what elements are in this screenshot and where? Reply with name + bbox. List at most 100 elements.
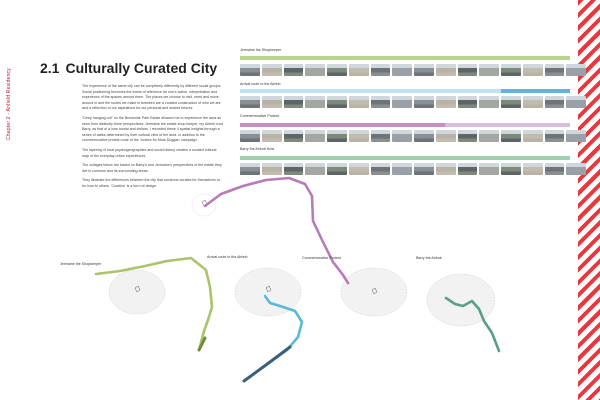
street-photo-thumbnail: [414, 163, 434, 175]
street-photo-thumbnail: [501, 64, 521, 76]
strip-bar-jermaine: [240, 56, 570, 60]
street-photo-thumbnail: [261, 64, 282, 76]
street-photo-thumbnail: [240, 130, 260, 142]
context-circle: [426, 273, 496, 327]
route-label-jermaine: Jermaine the Shopkeeper: [60, 262, 102, 266]
street-photo-thumbnail: [435, 96, 456, 108]
street-photo-thumbnail: [392, 96, 412, 108]
street-photo-thumbnail: [370, 163, 391, 175]
street-photo-thumbnail: [544, 64, 565, 76]
strip-bar-highlight: [500, 89, 570, 93]
street-photo-thumbnail: [566, 163, 586, 175]
street-photo-thumbnail: [261, 96, 282, 108]
street-photo-thumbnail: [501, 96, 521, 108]
street-photo-thumbnail: [305, 64, 325, 76]
street-photo-thumbnail: [522, 96, 543, 108]
photo-strip-jermaine: [240, 64, 586, 76]
street-photo-thumbnail: [479, 130, 499, 142]
street-photo-thumbnail: [457, 130, 478, 142]
street-photo-thumbnail: [305, 96, 325, 108]
route-label-barry: Barry the Airbnb: [416, 256, 442, 260]
street-photo-thumbnail: [457, 163, 478, 175]
street-photo-thumbnail: [435, 163, 456, 175]
street-photo-thumbnail: [392, 130, 412, 142]
street-photo-thumbnail: [283, 96, 304, 108]
street-photo-thumbnail: [348, 130, 369, 142]
body-paragraph: They illustrate the differences between …: [82, 178, 220, 188]
street-photo-thumbnail: [522, 64, 543, 76]
street-photo-thumbnail: [479, 163, 499, 175]
street-photo-thumbnail: [327, 64, 347, 76]
route-jermaine: [94, 256, 214, 352]
street-photo-thumbnail: [261, 163, 282, 175]
context-circle: [191, 193, 217, 217]
street-photo-thumbnail: [348, 64, 369, 76]
street-photo-thumbnail: [479, 96, 499, 108]
street-photo-thumbnail: [566, 64, 586, 76]
section-number: 2.1: [40, 60, 60, 76]
street-photo-thumbnail: [457, 96, 478, 108]
street-photo-thumbnail: [240, 163, 260, 175]
street-photo-thumbnail: [479, 64, 499, 76]
map-marker-icon: [134, 199, 378, 295]
street-photo-thumbnail: [392, 64, 412, 76]
strip-bar-arrival: [240, 89, 570, 93]
street-photo-thumbnail: [327, 163, 347, 175]
strip-bar-barry: [240, 156, 570, 160]
street-photo-thumbnail: [501, 163, 521, 175]
street-photo-thumbnail: [370, 64, 391, 76]
photo-strip-protest: [240, 130, 586, 142]
street-photo-thumbnail: [305, 163, 325, 175]
strip-bar-highlight: [240, 123, 445, 127]
street-photo-thumbnail: [435, 130, 456, 142]
body-text: The experience of the same city can be c…: [82, 84, 224, 194]
context-circle: [340, 267, 408, 317]
street-photo-thumbnail: [261, 130, 282, 142]
street-photo-thumbnail: [435, 64, 456, 76]
street-photo-thumbnail: [544, 163, 565, 175]
street-photo-thumbnail: [392, 163, 412, 175]
street-photo-thumbnail: [283, 163, 304, 175]
street-photo-thumbnail: [348, 96, 369, 108]
strip-label-jermaine: Jermaine the Shopkeeper: [240, 48, 282, 52]
street-photo-thumbnail: [240, 96, 260, 108]
street-photo-thumbnail: [566, 130, 586, 142]
strip-bar-protest: [240, 123, 570, 127]
strip-label-barry: Barry the Airbnb Host: [240, 147, 275, 151]
strip-label-protest: Commemorative Protest: [240, 114, 279, 118]
route-label-arrival: Arrival route to the Airbnb: [207, 255, 248, 259]
street-photo-thumbnail: [305, 130, 325, 142]
strip-label-arrival: Arrival route to the Airbnb: [240, 82, 281, 86]
body-paragraph: The layering of local psychogeographies …: [82, 147, 217, 158]
street-photo-thumbnail: [414, 96, 434, 108]
route-arrival-end: [242, 345, 292, 383]
page-title: 2.1 Culturally Curated City: [40, 60, 217, 76]
body-paragraph: "Deep hanging out" on the Breckside Park…: [82, 115, 224, 143]
street-photo-thumbnail: [414, 64, 434, 76]
street-photo-thumbnail: [370, 96, 391, 108]
street-photo-thumbnail: [522, 130, 543, 142]
route-label-protest: Commemorative Protest: [302, 256, 341, 260]
street-photo-thumbnail: [414, 130, 434, 142]
street-photo-thumbnail: [501, 130, 521, 142]
street-photo-thumbnail: [566, 96, 586, 108]
photo-strip-barry: [240, 163, 586, 175]
street-photo-thumbnail: [283, 64, 304, 76]
street-photo-thumbnail: [544, 130, 565, 142]
street-photo-thumbnail: [457, 64, 478, 76]
street-photo-thumbnail: [240, 64, 260, 76]
street-photo-thumbnail: [544, 96, 565, 108]
street-photo-thumbnail: [327, 130, 347, 142]
body-paragraph: The collages below are based on Barry's …: [82, 163, 222, 173]
street-photo-thumbnail: [370, 130, 391, 142]
body-paragraph: The experience of the same city can be c…: [82, 84, 222, 111]
street-photo-thumbnail: [522, 163, 543, 175]
section-title: Culturally Curated City: [65, 60, 218, 76]
photo-strip-arrival: [240, 96, 586, 108]
route-barry: [444, 296, 501, 353]
route-protest: [203, 176, 350, 285]
street-photo-thumbnail: [283, 130, 304, 142]
route-jermaine-end: [197, 336, 207, 352]
street-photo-thumbnail: [327, 96, 347, 108]
